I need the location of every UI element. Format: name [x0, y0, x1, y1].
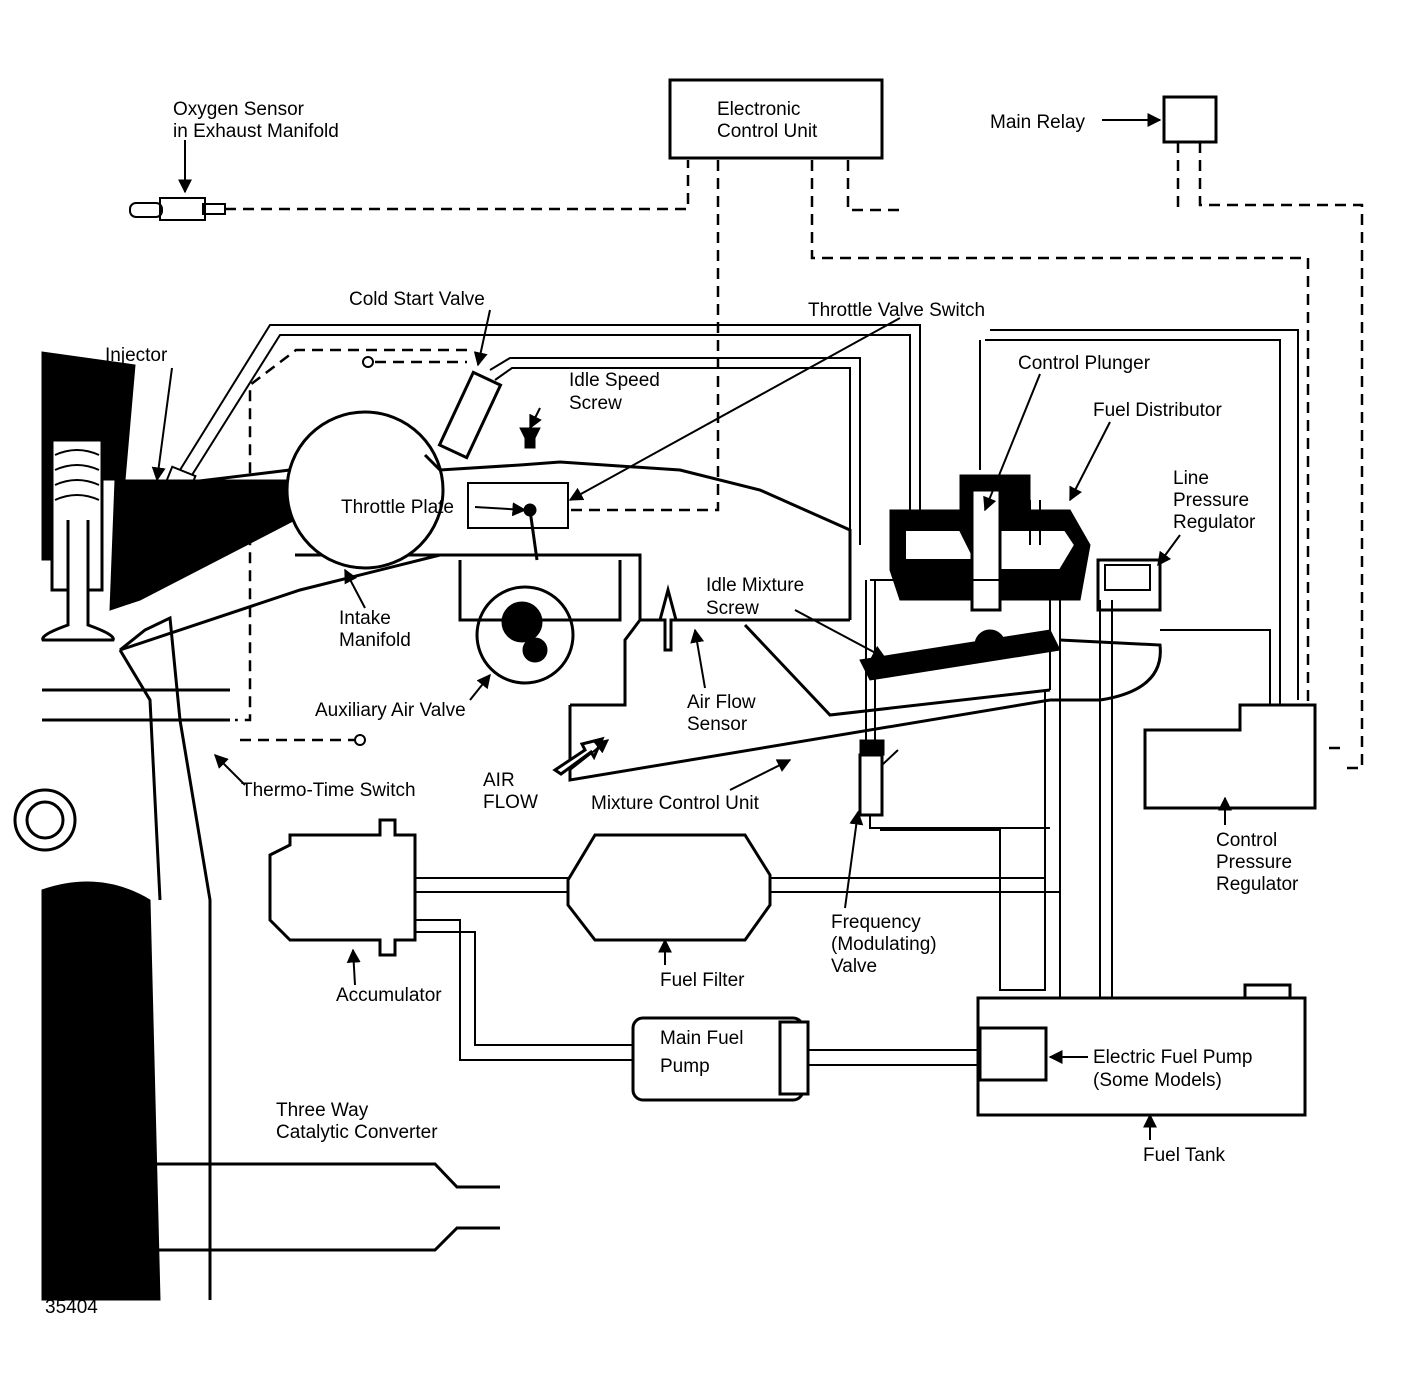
accumulator	[268, 818, 417, 957]
injector	[127, 324, 921, 577]
label-thermo-time-switch: Thermo-Time Switch	[241, 780, 416, 801]
label-air-flow-2: FLOW	[483, 792, 538, 813]
label-throttle-valve-switch: Throttle Valve Switch	[808, 300, 985, 321]
catalytic-converter	[75, 1162, 500, 1252]
ecu-box	[668, 78, 884, 160]
label-electric-fuel-pump-1: Electric Fuel Pump	[1093, 1047, 1252, 1068]
leader-arrows	[151, 113, 1232, 1140]
label-electric-fuel-pump-2: (Some Models)	[1093, 1070, 1222, 1091]
label-mixture-control-unit: Mixture Control Unit	[591, 793, 760, 814]
electric-fuel-pump	[978, 1026, 1048, 1082]
label-main-fuel-pump-1: Main Fuel	[660, 1028, 743, 1049]
label-main-fuel-pump-2: Pump	[660, 1056, 710, 1077]
label-control-pressure-regulator-3: Regulator	[1216, 874, 1299, 895]
label-oxygen-sensor-2: in Exhaust Manifold	[173, 121, 339, 142]
label-ecu-2: Control Unit	[717, 121, 818, 142]
fuel-filter	[566, 833, 772, 942]
label-main-relay: Main Relay	[990, 112, 1086, 133]
label-intake-manifold-2: Manifold	[339, 630, 411, 651]
label-ecu-1: Electronic	[717, 99, 800, 120]
fuel-distributor	[865, 329, 1299, 1000]
control-pressure-regulator	[1143, 703, 1317, 810]
throttle-body	[458, 427, 622, 685]
label-air-flow-1: AIR	[483, 770, 515, 791]
label-catalytic-converter-1: Three Way	[276, 1100, 369, 1121]
frequency-valve	[858, 739, 1050, 829]
label-injector: Injector	[105, 345, 168, 366]
label-auxiliary-air-valve: Auxiliary Air Valve	[315, 700, 466, 721]
label-line-pressure-regulator-2: Pressure	[1173, 490, 1249, 511]
figure-number: 35404	[45, 1297, 98, 1318]
label-air-flow-sensor-2: Sensor	[687, 714, 748, 735]
oxygen-sensor	[129, 197, 226, 221]
label-fuel-tank: Fuel Tank	[1143, 1145, 1226, 1166]
label-control-pressure-regulator-1: Control	[1216, 830, 1277, 851]
label-fuel-filter: Fuel Filter	[660, 970, 745, 991]
label-control-pressure-regulator-2: Pressure	[1216, 852, 1292, 873]
label-line-pressure-regulator-1: Line	[1173, 468, 1209, 489]
label-accumulator: Accumulator	[336, 985, 442, 1006]
label-idle-mixture-screw-2: Screw	[706, 598, 759, 619]
label-throttle-plate: Throttle Plate	[341, 497, 454, 518]
label-frequency-valve-1: Frequency	[831, 912, 921, 933]
label-idle-speed-screw-2: Screw	[569, 393, 622, 414]
cold-start-valve	[437, 357, 861, 545]
label-idle-speed-screw-1: Idle Speed	[569, 370, 660, 391]
electrical-wiring	[225, 142, 1364, 770]
intake-manifold	[118, 410, 852, 1300]
label-air-flow-sensor-1: Air Flow	[687, 692, 756, 713]
label-intake-manifold-1: Intake	[339, 608, 391, 629]
label-catalytic-converter-2: Catalytic Converter	[276, 1122, 438, 1143]
label-frequency-valve-3: Valve	[831, 956, 877, 977]
label-fuel-distributor: Fuel Distributor	[1093, 400, 1222, 421]
label-idle-mixture-screw-1: Idle Mixture	[706, 575, 804, 596]
label-control-plunger: Control Plunger	[1018, 353, 1151, 374]
main-relay-box	[1162, 95, 1218, 144]
label-oxygen-sensor-1: Oxygen Sensor	[173, 99, 305, 120]
label-cold-start-valve: Cold Start Valve	[349, 289, 485, 310]
fuel-tank	[976, 983, 1307, 1117]
label-frequency-valve-2: (Modulating)	[831, 934, 937, 955]
fuel-lines	[268, 818, 1307, 1117]
label-line-pressure-regulator-3: Regulator	[1173, 512, 1256, 533]
